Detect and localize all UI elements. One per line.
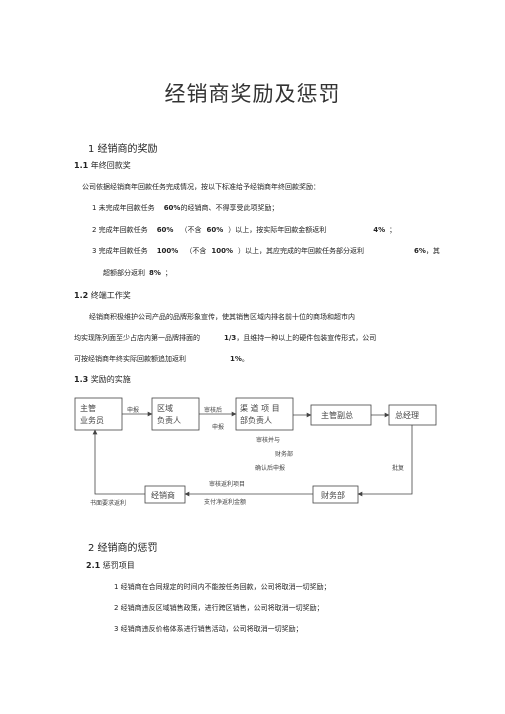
label-report: 申报 — [212, 423, 224, 431]
list-item-1-percent: 60% — [163, 204, 181, 212]
box-channel-project-head-line-2: 部负责人 — [240, 415, 272, 425]
list-item-3-percent-c: 6% — [413, 247, 426, 255]
list-item-1: 1 未完成年回款任务 60%的经销商、不得享受此项奖励； — [92, 203, 278, 213]
list-item-3-percent-d: 8% — [149, 269, 161, 277]
list-item-2-percent-a: 60% — [156, 226, 174, 234]
box-channel-project-head — [235, 397, 294, 431]
penalty-item-1: 1 经销商在合同规定的时间内不能按任务回款，公司将取消一切奖励； — [114, 583, 331, 591]
list-item-3-text-c: ）以上，其应完成的年回款任务部分返利 — [237, 247, 364, 255]
list-item-2: 2 完成年回款任务 60% （不含 60% ）以上，按实际年回款金额返利 4%； — [92, 225, 396, 235]
list-item-3-text-a: 3 完成年回款任务 — [92, 247, 148, 255]
paragraph-terminal-line-2: 均实现陈列面至少占店内第一品牌排面的 1/3，且维持一种以上的硬件包装宣传形式，公… — [74, 333, 376, 343]
penalty-item-2: 2 经销商违反区域销售政策，进行跨区销售，公司将取消一切奖励； — [114, 604, 324, 612]
list-item-2-percent-c: 4% — [373, 226, 386, 234]
section-1-heading: 1 经销商的奖励 — [88, 144, 158, 155]
section-1-1-number: 1.1 — [74, 161, 89, 170]
list-item-3-percent-b: 100% — [211, 247, 233, 255]
paragraph-terminal-ratio: 1/3 — [224, 334, 237, 342]
section-2-1-title: 惩罚项目 — [102, 561, 135, 570]
label-apply: 申报 — [127, 406, 139, 414]
list-item-3-text-d: ，其 — [425, 247, 440, 255]
paragraph-terminal-text-d: 。 — [241, 355, 249, 363]
list-item-2-text-b: （不含 — [180, 226, 202, 234]
arrow-gm-to-finance — [357, 425, 413, 497]
paragraph-year-end-intro: 公司依据经销商年回款任务完成情况，按以下标准给予经销商年终回款奖励： — [82, 183, 320, 191]
list-item-2-percent-b: 60% — [206, 226, 224, 234]
box-distributor-label: 经销商 — [151, 490, 175, 500]
box-channel-project-head-line-1: 渠 道 项 目 — [240, 403, 280, 413]
paragraph-terminal-text-b: ，且维持一种以上的硬件包装宣传形式，公司 — [236, 334, 377, 342]
label-review-project: 审核返利项目 — [209, 480, 245, 488]
list-item-2-text-a: 2 完成年回款任务 — [92, 226, 148, 234]
label-review-after: 审核后 — [204, 406, 222, 414]
list-item-3-text-f: ； — [164, 269, 172, 277]
paragraph-terminal-text-c: 可按经销商年终实际回款额追加返利 — [74, 355, 186, 363]
box-salesperson — [74, 397, 123, 431]
list-item-3-percent-a: 100% — [156, 247, 179, 255]
section-1-2-heading: 1.2 终端工作奖 — [74, 290, 131, 301]
label-pay-net-rebate: 支付净返利金额 — [204, 498, 246, 506]
list-item-3-continued: 超额部分返利 8%； — [103, 268, 172, 278]
list-item-1-text-b: 的经销商、不得享受此项奖励； — [180, 204, 279, 212]
label-written-request: 书面要求返利 — [90, 499, 126, 507]
page-title: 经销商奖励及惩罚 — [164, 82, 341, 106]
list-item-3-text-e: 超额部分返利 — [103, 269, 145, 277]
box-regional-head-line-2: 负责人 — [157, 415, 181, 425]
list-item-1-text-a: 1 未完成年回款任务 — [92, 204, 155, 212]
paragraph-terminal-line-1: 经销商积极维护公司产品的品牌形象宣传，使其销售区域内排名前十位的商场和超市内 — [89, 313, 355, 321]
box-salesperson-line-1: 主管 — [80, 403, 96, 413]
label-confirm-report: 确认后申报 — [255, 464, 285, 472]
section-1-2-number: 1.2 — [74, 291, 89, 300]
section-2-heading: 2 经销商的惩罚 — [88, 543, 158, 554]
label-finance: 财务部 — [275, 450, 293, 458]
box-salesperson-line-2: 业务员 — [80, 415, 104, 425]
arrow-distributor-to-salesperson — [92, 429, 145, 495]
section-1-1-heading: 1.1 年终回款奖 — [74, 160, 131, 171]
box-finance-dept-label: 财务部 — [321, 490, 345, 500]
penalty-item-3: 3 经销商违反价格体系进行销售活动，公司将取消一切奖励； — [114, 625, 303, 633]
section-1-1-title: 年终回款奖 — [90, 161, 131, 170]
list-item-2-text-d: ； — [389, 226, 397, 234]
paragraph-terminal-text-a: 均实现陈列面至少占店内第一品牌排面的 — [74, 334, 200, 342]
list-item-3-text-b: （不含 — [185, 247, 207, 255]
list-item-2-text-c: ）以上，按实际年回款金额返利 — [228, 226, 327, 234]
paragraph-terminal-line-3: 可按经销商年终实际回款额追加返利 1%。 — [74, 354, 249, 364]
label-review-and: 审核并与 — [256, 436, 280, 444]
section-2-1-heading: 2.1 惩罚项目 — [86, 560, 135, 571]
section-1-3-title: 奖励的实施 — [90, 375, 131, 384]
box-regional-head — [151, 397, 200, 431]
list-item-3: 3 完成年回款任务 100% （不含 100% ）以上，其应完成的年回款任务部分返利 6%… — [92, 246, 440, 256]
label-approve: 批复 — [392, 464, 404, 472]
box-vice-president-label: 主管副总 — [321, 410, 353, 420]
section-1-3-heading: 1.3 奖励的实施 — [74, 374, 131, 385]
paragraph-terminal-percent: 1% — [230, 355, 242, 363]
section-1-2-title: 终端工作奖 — [90, 291, 131, 300]
box-regional-head-line-1: 区域 — [157, 403, 173, 413]
section-1-3-number: 1.3 — [74, 375, 89, 384]
section-2-1-number: 2.1 — [86, 561, 101, 570]
box-general-manager-label: 总经理 — [395, 410, 419, 420]
